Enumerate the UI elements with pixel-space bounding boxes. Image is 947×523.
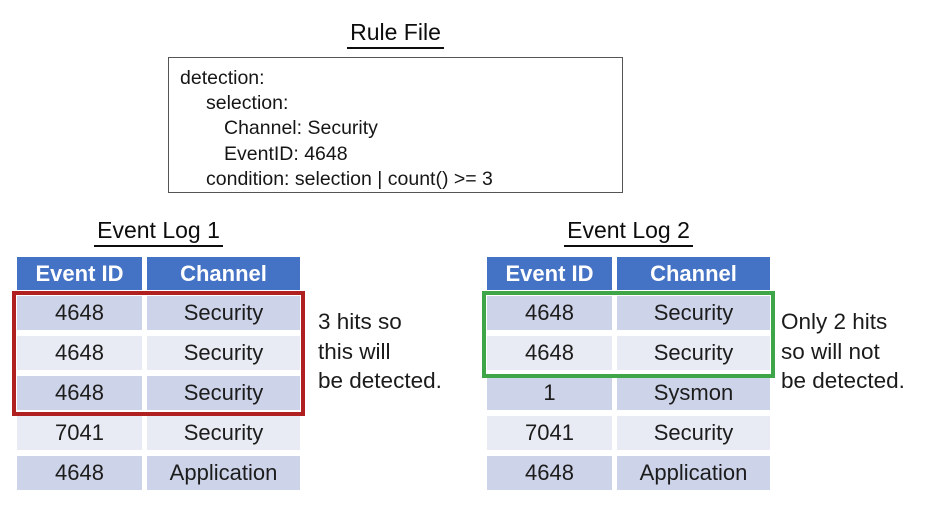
- rule-code-line-detection: detection:: [180, 67, 265, 89]
- event-log-1-table: Event ID Channel 4648 Security 4648 Secu…: [17, 257, 300, 490]
- channel-cell: Security: [147, 416, 300, 450]
- rule-code-line-condition: condition: selection | count() >= 3: [206, 167, 493, 190]
- event-log-2-table: Event ID Channel 4648 Security 4648 Secu…: [487, 257, 770, 490]
- channel-cell: Application: [147, 456, 300, 490]
- rule-file-title-wrap: Rule File: [168, 20, 623, 49]
- event-log-1-title: Event Log 1: [94, 218, 223, 247]
- event-id-cell: 4648: [17, 336, 142, 370]
- annotation-detected: 3 hits so this will be detected.: [318, 309, 442, 393]
- event-log-1-title-wrap: Event Log 1: [17, 218, 300, 247]
- event-id-cell: 4648: [17, 376, 142, 410]
- not-detected-rows-frame-green: [482, 291, 775, 378]
- event-log-2-header-channel: Channel: [617, 257, 770, 290]
- channel-cell: Security: [617, 296, 770, 330]
- event-log-1-header-event-id: Event ID: [17, 257, 142, 290]
- event-id-cell: 4648: [487, 456, 612, 490]
- event-id-cell: 4648: [17, 296, 142, 330]
- rule-code-line-channel: Channel: Security: [224, 117, 378, 140]
- event-id-cell: 7041: [487, 416, 612, 450]
- event-log-2-header-event-id: Event ID: [487, 257, 612, 290]
- event-log-1-header-channel: Channel: [147, 257, 300, 290]
- rule-code-line-eventid: EventID: 4648: [224, 142, 348, 165]
- rule-file-title: Rule File: [347, 20, 444, 49]
- annotation-not-detected: Only 2 hits so will not be detected.: [781, 309, 905, 393]
- event-log-2-title-wrap: Event Log 2: [487, 218, 770, 247]
- channel-cell: Security: [147, 376, 300, 410]
- event-id-cell: 4648: [487, 296, 612, 330]
- channel-cell: Application: [617, 456, 770, 490]
- channel-cell: Security: [617, 336, 770, 370]
- detected-rows-frame-red: [12, 291, 305, 416]
- event-id-cell: 4648: [487, 336, 612, 370]
- channel-cell: Security: [147, 296, 300, 330]
- event-id-cell: 4648: [17, 456, 142, 490]
- rule-code-line-selection: selection:: [206, 92, 289, 115]
- event-id-cell: 1: [487, 376, 612, 410]
- event-log-2-title: Event Log 2: [564, 218, 693, 247]
- channel-cell: Security: [147, 336, 300, 370]
- channel-cell: Sysmon: [617, 376, 770, 410]
- rule-file-box: detection: selection: Channel: Security …: [168, 57, 623, 193]
- event-id-cell: 7041: [17, 416, 142, 450]
- channel-cell: Security: [617, 416, 770, 450]
